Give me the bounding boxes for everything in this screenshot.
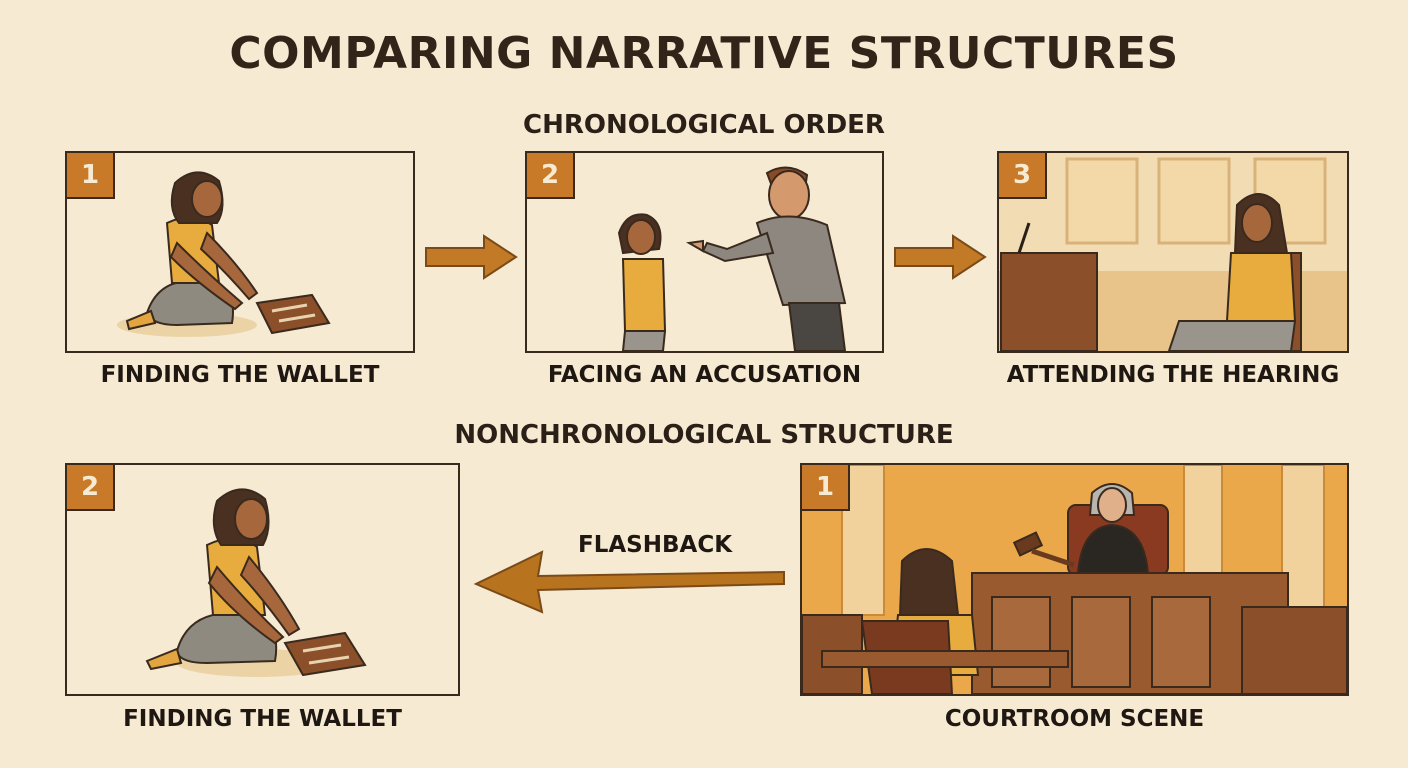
arrow-right-icon <box>894 234 987 280</box>
panel-courtroom-scene: 1 <box>800 463 1349 696</box>
page-title: COMPARING NARRATIVE STRUCTURES <box>229 28 1179 79</box>
arrow-right-icon <box>425 234 518 280</box>
arrow-left-icon <box>473 550 785 614</box>
panel-number-badge: 1 <box>802 465 850 511</box>
chronological-heading: CHRONOLOGICAL ORDER <box>523 110 885 140</box>
panel-number-badge: 2 <box>67 465 115 511</box>
caption-attending-hearing: ATTENDING THE HEARING <box>1006 362 1340 388</box>
illustration-accusation <box>617 166 847 351</box>
caption-facing-accusation: FACING AN ACCUSATION <box>547 362 862 388</box>
flashback-label: FLASHBACK <box>578 532 733 558</box>
panel-number-badge: 1 <box>67 153 115 199</box>
illustration-finding-wallet <box>117 171 331 337</box>
caption-finding-wallet-chrono: FINDING THE WALLET <box>100 362 380 388</box>
illustration-hearing <box>999 153 1347 351</box>
panel-attending-hearing: 3 <box>997 151 1349 353</box>
illustration-courtroom <box>802 465 1347 694</box>
panel-facing-accusation: 2 <box>525 151 884 353</box>
nonchronological-heading: NONCHRONOLOGICAL STRUCTURE <box>454 420 954 450</box>
caption-courtroom-scene: COURTROOM SCENE <box>944 706 1205 732</box>
illustration-finding-wallet <box>145 488 367 677</box>
panel-finding-wallet-flashback: 2 <box>65 463 460 696</box>
panel-number-badge: 2 <box>527 153 575 199</box>
caption-finding-wallet-flashback: FINDING THE WALLET <box>123 706 402 732</box>
panel-number-badge: 3 <box>999 153 1047 199</box>
panel-finding-wallet-chrono: 1 <box>65 151 415 353</box>
